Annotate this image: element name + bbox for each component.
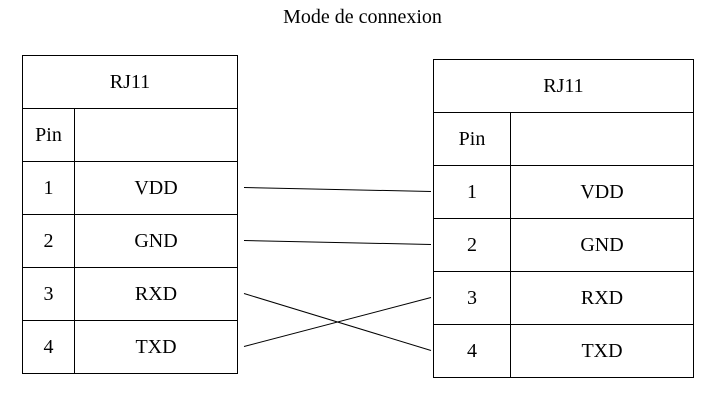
right-signal-name: RXD	[510, 271, 694, 325]
right-signal-name: GND	[510, 218, 694, 272]
left-row-1: 1 VDD	[22, 161, 238, 215]
left-row-2: 2 GND	[22, 214, 238, 268]
right-signal-name: VDD	[510, 165, 694, 219]
diagram-title: Mode de connexion	[283, 6, 442, 28]
left-row-3: 3 RXD	[22, 267, 238, 321]
right-row-4: 4 TXD	[433, 324, 694, 378]
right-pin-number: 2	[433, 218, 511, 272]
left-rj11-table: RJ11 Pin 1 VDD 2 GND 3 RXD 4 TXD	[22, 55, 238, 374]
right-pin-label: Pin	[433, 112, 511, 166]
left-signal-name: GND	[74, 214, 238, 268]
left-signal-name: TXD	[74, 320, 238, 374]
right-row-2: 2 GND	[433, 218, 694, 272]
right-header-row: RJ11	[433, 59, 694, 113]
right-pin-label-row: Pin	[433, 112, 694, 166]
left-signal-name: RXD	[74, 267, 238, 321]
left-pin-number: 3	[22, 267, 75, 321]
right-row-1: 1 VDD	[433, 165, 694, 219]
right-signal-name: TXD	[510, 324, 694, 378]
right-pin-number: 3	[433, 271, 511, 325]
left-signal-name: VDD	[74, 161, 238, 215]
wire-4-to-3	[243, 297, 432, 347]
left-row-4: 4 TXD	[22, 320, 238, 374]
right-empty-cell	[510, 112, 694, 166]
right-rj11-table: RJ11 Pin 1 VDD 2 GND 3 RXD 4 TXD	[433, 59, 694, 378]
right-header-cell: RJ11	[433, 59, 694, 113]
wire-2-to-2	[243, 240, 432, 245]
right-row-3: 3 RXD	[433, 271, 694, 325]
wire-1-to-1	[243, 187, 432, 192]
right-pin-number: 4	[433, 324, 511, 378]
